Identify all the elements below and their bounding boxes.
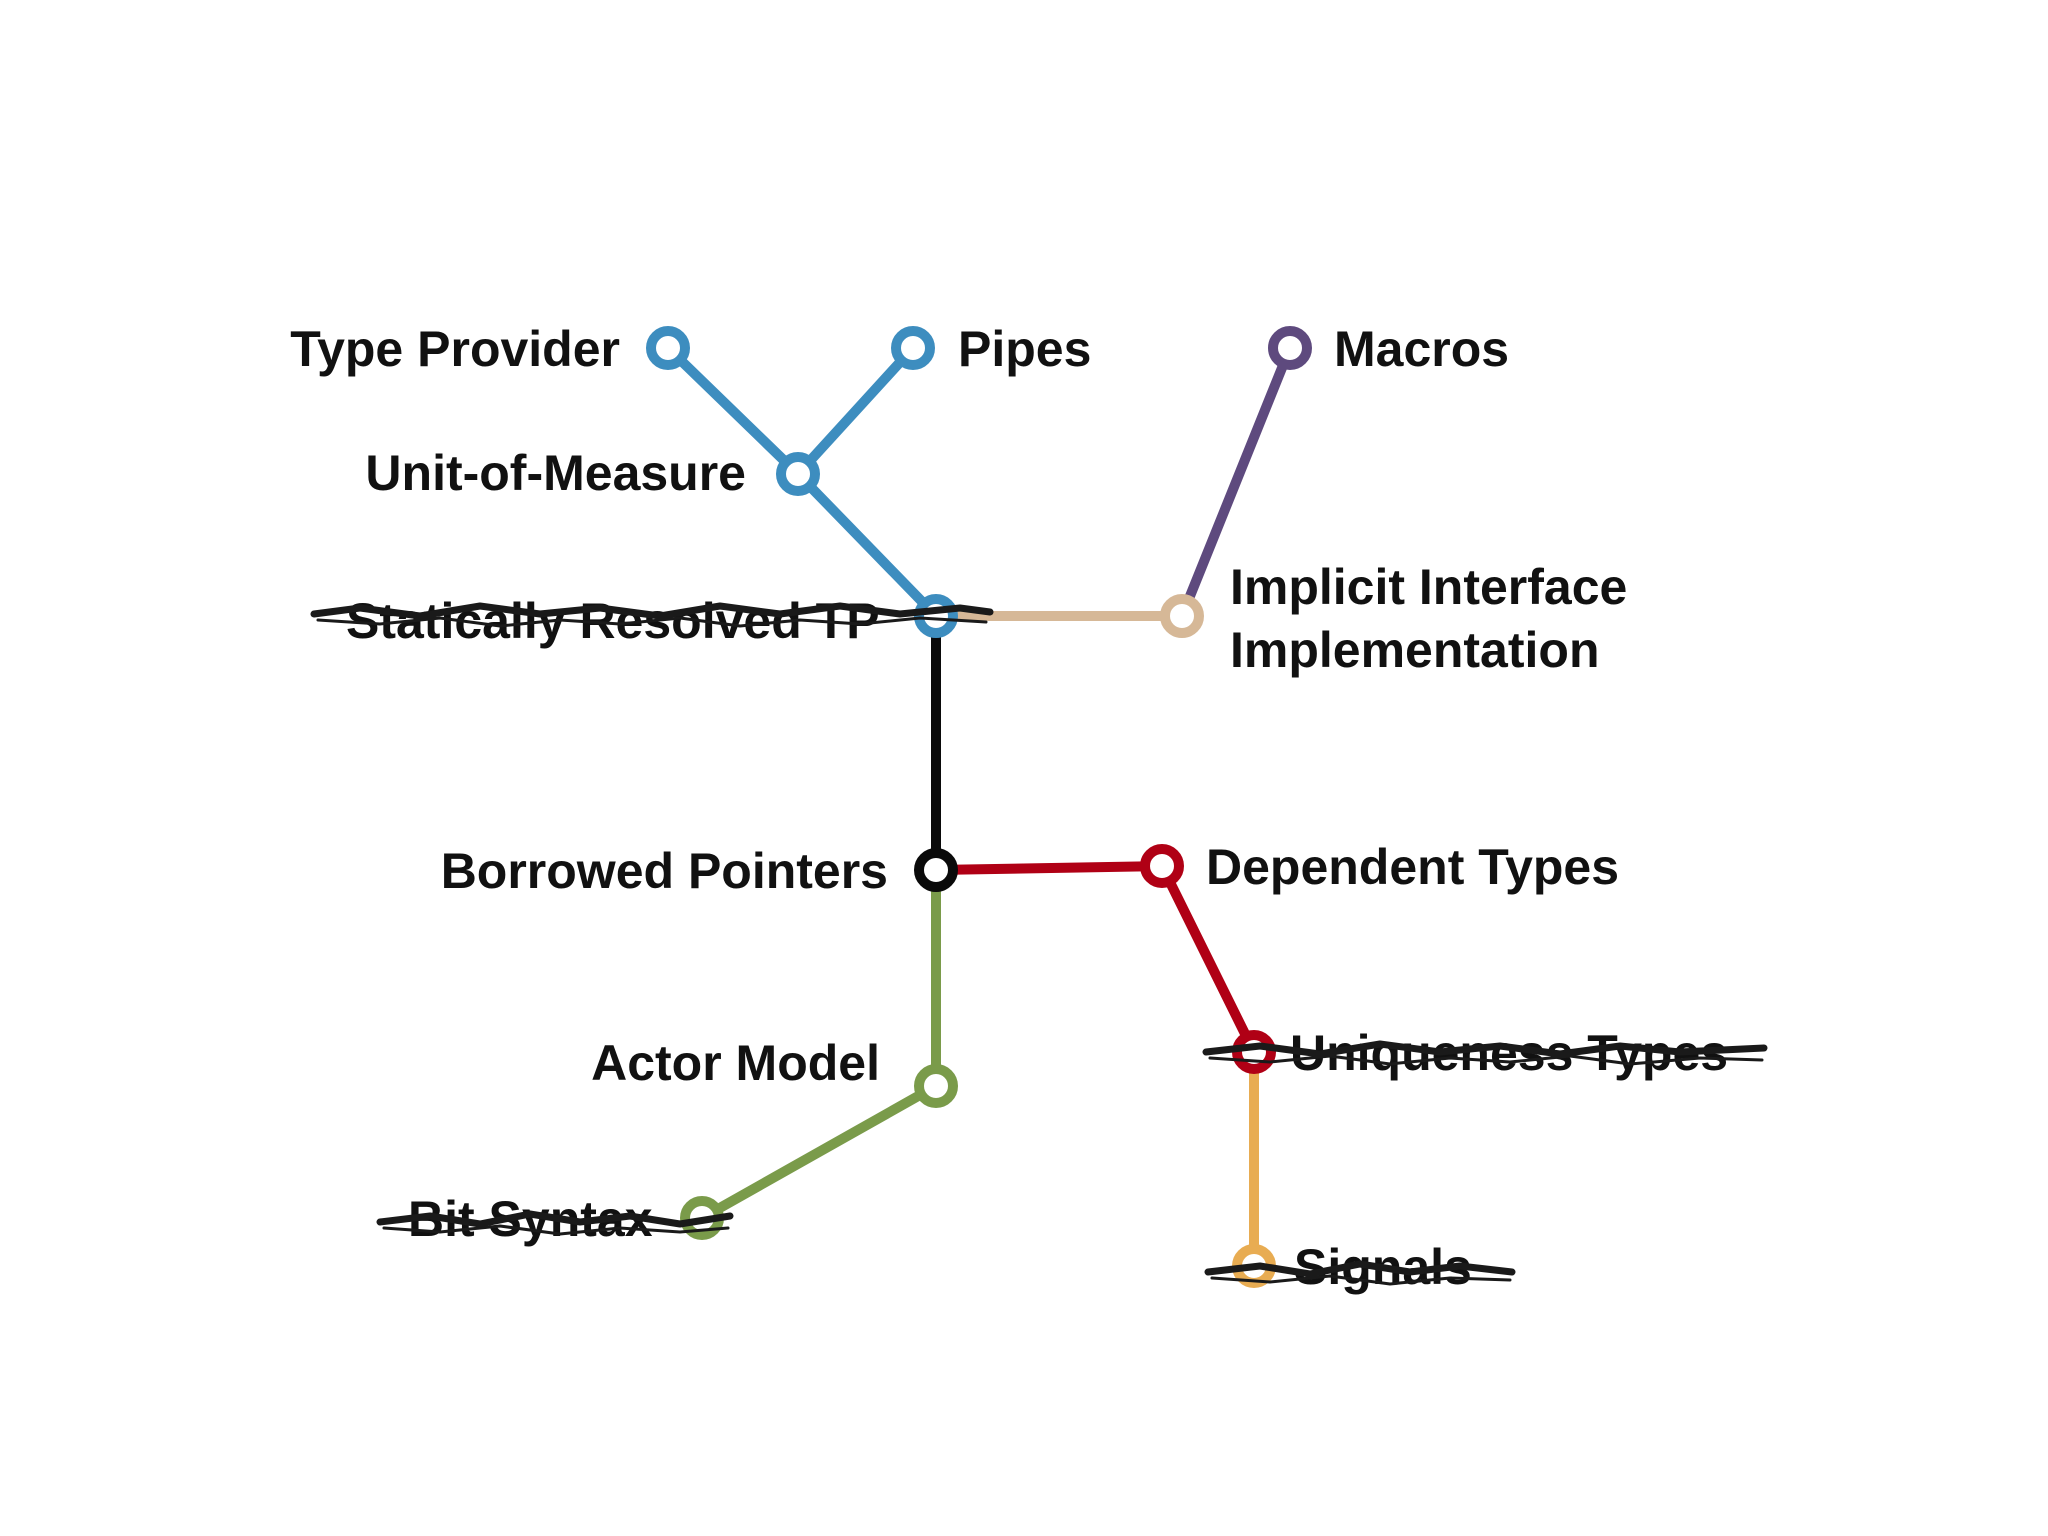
station-actor-model	[914, 1064, 958, 1108]
line-dependent-types-to-uniqueness-types	[1157, 861, 1259, 1057]
label-dependent-types: Dependent Types	[1206, 839, 1619, 895]
station-borrowed-pointers	[914, 848, 958, 892]
station-dependent-types	[1140, 844, 1184, 888]
strikethrough-statically-resolved-tp	[310, 602, 994, 628]
line-pipes-to-unit-of-measure	[793, 343, 918, 479]
station-type-provider	[646, 326, 690, 370]
line-type-provider-to-unit-of-measure	[663, 343, 803, 479]
station-pipes	[891, 326, 935, 370]
connection-lines	[663, 343, 1295, 1271]
label-pipes: Pipes	[958, 321, 1091, 377]
station-uniqueness-types	[1232, 1030, 1276, 1074]
strikethrough-signals	[1204, 1260, 1516, 1286]
station-unit-of-measure	[776, 452, 820, 496]
label-implicit-interface-line1: Implicit Interface	[1230, 559, 1627, 615]
label-unit-of-measure: Unit-of-Measure	[365, 445, 746, 501]
label-macros: Macros	[1334, 321, 1509, 377]
stations	[646, 326, 1312, 1288]
line-unit-of-measure-to-statically-resolved	[793, 469, 941, 621]
label-implicit-interface-line2: Implementation	[1230, 622, 1599, 678]
station-macros	[1268, 326, 1312, 370]
station-labels: Type Provider Pipes Macros Unit-of-Measu…	[290, 321, 1728, 1295]
station-statically-resolved-tp	[914, 594, 958, 638]
line-borrowed-pointers-to-dependent-types	[931, 861, 1167, 875]
strikethrough-marks	[310, 602, 1768, 1286]
strikethrough-uniqueness-types	[1202, 1040, 1768, 1066]
line-actor-model-to-bit-syntax	[697, 1081, 941, 1223]
strikethrough-bit-syntax	[376, 1210, 734, 1236]
label-borrowed-pointers: Borrowed Pointers	[441, 843, 888, 899]
station-implicit-interface	[1160, 594, 1204, 638]
label-type-provider: Type Provider	[290, 321, 620, 377]
label-actor-model: Actor Model	[591, 1035, 880, 1091]
line-macros-to-implicit-interface	[1177, 343, 1295, 621]
